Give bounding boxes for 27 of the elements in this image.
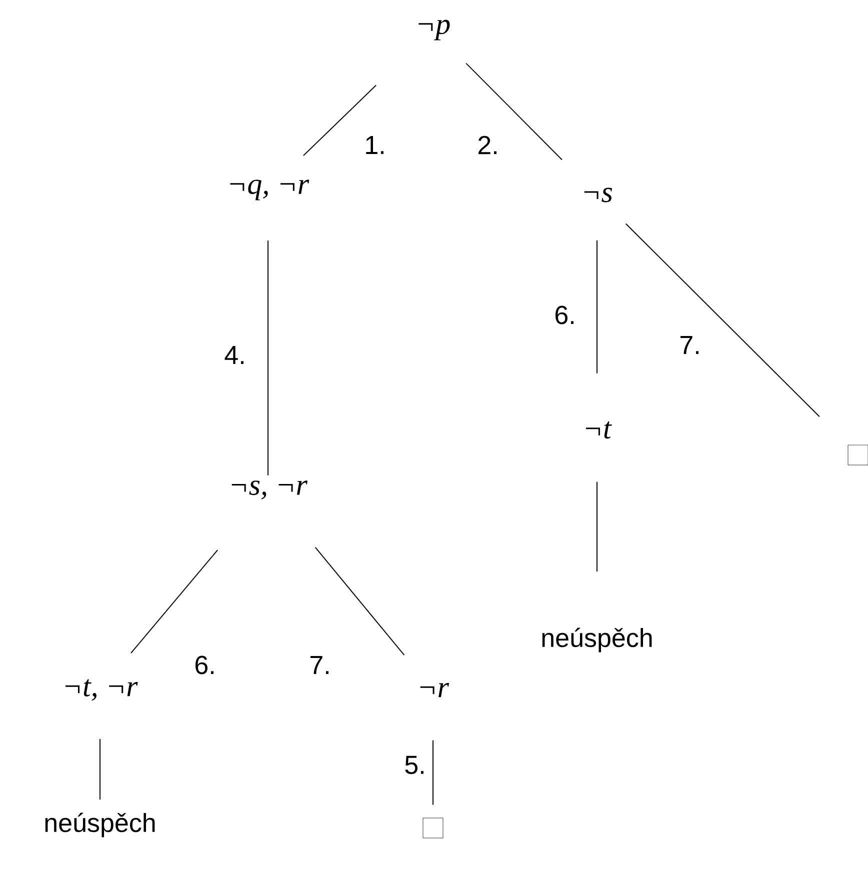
tree-edge (596, 481, 598, 572)
edge-label: 7. (680, 336, 698, 354)
tree-edge (130, 550, 218, 654)
formula-label: ¬p (418, 20, 450, 40)
empty-clause-box (848, 444, 868, 466)
formula-label: ¬q, ¬r (230, 180, 310, 200)
formula-label: ¬s, ¬r (232, 480, 308, 500)
edge-label: 2. (478, 136, 496, 154)
empty-clause-box (422, 818, 444, 838)
tree-edge (596, 240, 598, 374)
tree-edge (432, 740, 434, 806)
result-label: neúspěch (45, 812, 155, 838)
edge-label: 6. (555, 306, 574, 324)
edge-label: 5. (405, 756, 424, 774)
result-label: neúspěch (542, 628, 652, 652)
formula-label: ¬t (586, 421, 612, 439)
edge-label: 7. (310, 656, 328, 674)
edge-label: 4. (224, 346, 244, 364)
edge-label: 1. (366, 136, 384, 154)
edge-label: 6. (195, 656, 214, 674)
tree-edge (302, 84, 377, 156)
tree-edge (466, 62, 562, 160)
tree-edge (314, 546, 405, 656)
tree-edge (625, 223, 820, 418)
formula-label: ¬t, ¬r (66, 679, 138, 701)
formula-label: ¬s (584, 188, 612, 202)
formula-label: ¬r (420, 682, 450, 698)
